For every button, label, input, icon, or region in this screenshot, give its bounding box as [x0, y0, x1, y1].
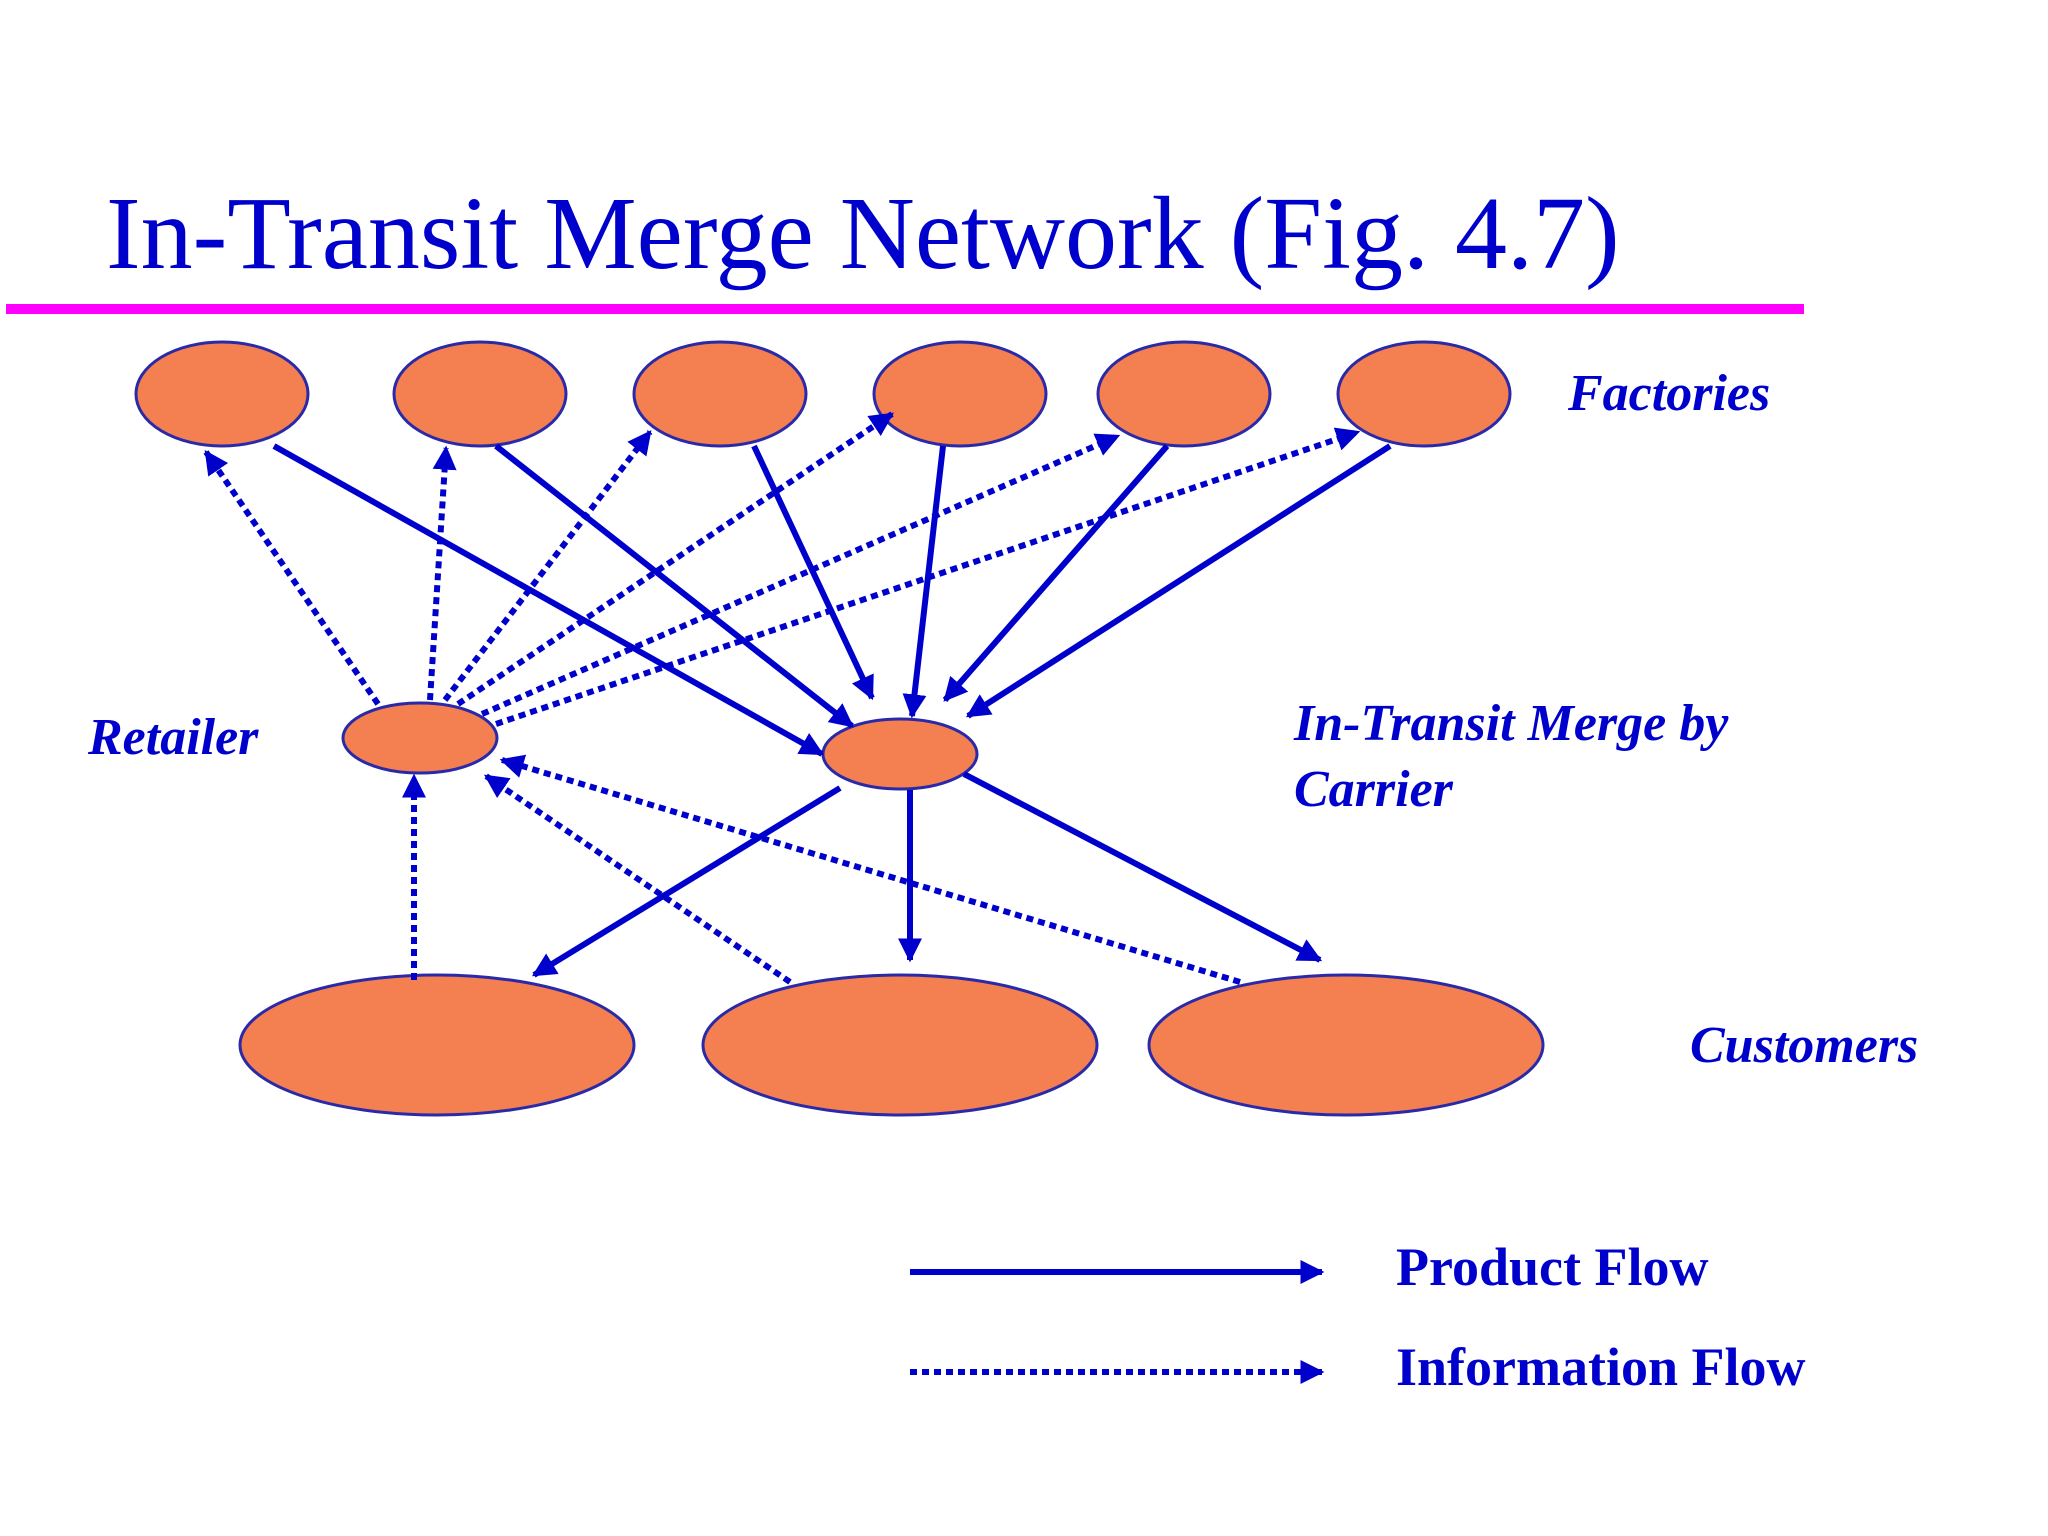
factory-node-5 — [1096, 340, 1272, 448]
merge-node — [821, 717, 979, 791]
factory-node-2 — [392, 340, 568, 448]
product-flow-arrows — [272, 443, 1392, 978]
info-arrow-c3-retailer — [499, 754, 1241, 985]
label-merge-line2: Carrier — [1294, 761, 1453, 818]
factory-node-6 — [1336, 340, 1512, 448]
product-arrow-f4-merge — [902, 445, 946, 719]
product-arrow-merge-c3 — [962, 771, 1323, 963]
label-factories: Factories — [1568, 365, 1771, 422]
legend-information-flow: Information Flow — [1396, 1337, 1806, 1397]
info-arrow-retailer-f3 — [442, 430, 653, 702]
label-customers: Customers — [1690, 1017, 1919, 1074]
page-title: In-Transit Merge Network (Fig. 4.7) — [106, 176, 1620, 291]
customer-nodes — [238, 973, 1545, 1117]
label-merge-line1: In-Transit Merge by — [1294, 695, 1729, 752]
factory-node-1 — [134, 340, 310, 448]
product-arrow-merge-c1 — [531, 785, 842, 978]
product-arrow-f5-merge — [942, 444, 1170, 702]
info-arrow-retailer-f5 — [480, 433, 1121, 717]
customer-node-2 — [701, 973, 1099, 1117]
factory-nodes — [134, 340, 1512, 448]
factory-node-4 — [872, 340, 1048, 448]
info-arrow-retailer-f6 — [495, 427, 1361, 727]
product-arrow-f2-merge — [494, 443, 854, 729]
legend-product-flow: Product Flow — [1396, 1237, 1709, 1297]
product-arrow-f1-merge — [272, 443, 825, 757]
customer-node-3 — [1147, 973, 1545, 1117]
info-arrow-retailer-f4 — [456, 411, 894, 707]
info-arrow-retailer-f1 — [203, 450, 381, 706]
information-flow-arrows — [203, 411, 1361, 985]
customer-node-1 — [238, 973, 636, 1117]
info-arrow-retailer-f2 — [427, 445, 457, 701]
info-arrow-c2-retailer — [484, 773, 792, 985]
factory-node-3 — [632, 340, 808, 448]
title-underline — [6, 304, 1804, 314]
retailer-node — [341, 701, 499, 775]
product-arrow-f6-merge — [965, 443, 1392, 719]
label-retailer: Retailer — [88, 709, 259, 766]
